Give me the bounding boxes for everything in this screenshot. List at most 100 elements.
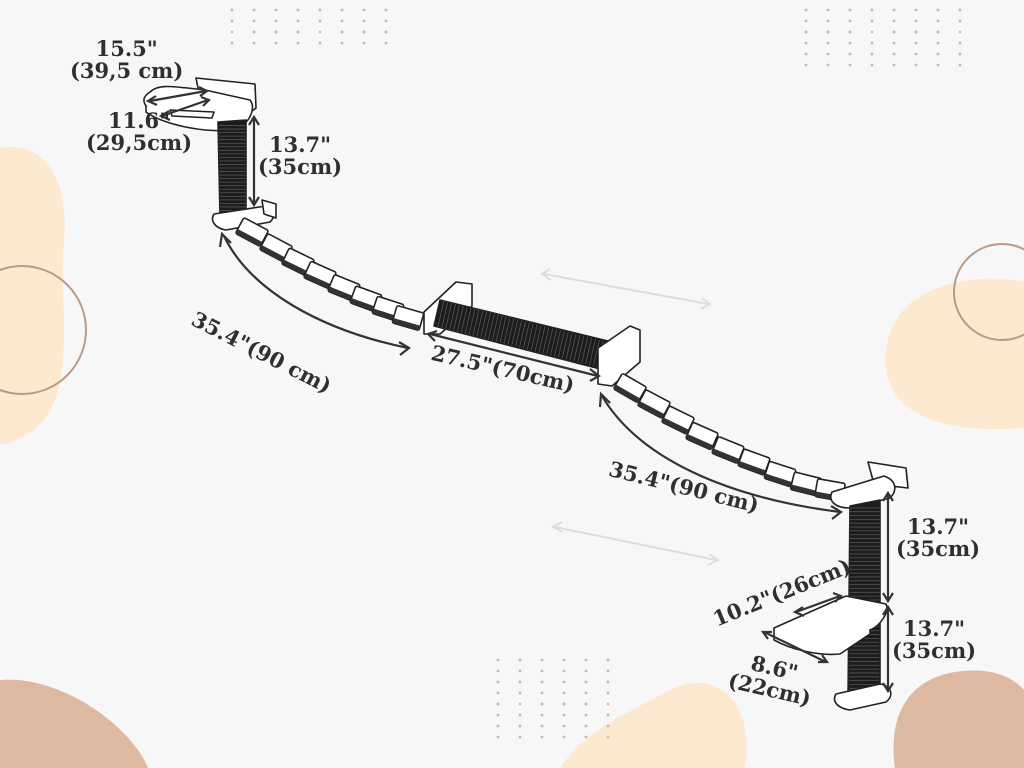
guide-arrow-lower-tail <box>550 521 564 533</box>
dot <box>804 8 808 12</box>
dot <box>540 702 544 706</box>
guide-arrow-upper <box>543 273 709 305</box>
dot <box>340 8 344 12</box>
dot <box>848 63 852 67</box>
sisal-ring <box>449 303 456 330</box>
label-right-post-upper-metric: (35cm) <box>896 536 981 561</box>
sisal-ring <box>441 301 449 329</box>
sisal-ring <box>499 316 507 343</box>
dot <box>606 713 610 717</box>
dot <box>606 669 610 673</box>
dot <box>340 19 344 23</box>
sisal-ring <box>589 339 596 366</box>
dot <box>362 41 366 45</box>
sisal-ring <box>460 306 468 333</box>
tan-blob-bottom-left <box>0 679 148 768</box>
sisal-ring <box>565 333 573 360</box>
sisal-ring <box>581 337 589 364</box>
dot <box>496 669 500 673</box>
arrow-head <box>882 490 894 502</box>
dot <box>518 724 522 728</box>
dot <box>870 30 874 34</box>
arrow-head <box>882 592 894 604</box>
plank-edge <box>259 244 287 263</box>
sisal-ring <box>554 330 561 357</box>
dot <box>606 702 610 706</box>
dot <box>584 669 588 673</box>
sisal-ring <box>491 314 499 341</box>
top-shelf-slot <box>169 109 215 119</box>
dot <box>540 658 544 662</box>
plank-edge <box>349 297 378 313</box>
arrow-head <box>882 604 894 616</box>
dot <box>518 680 522 684</box>
dot <box>274 30 278 34</box>
dot <box>892 63 896 67</box>
arrow-head <box>882 682 894 694</box>
arrow-head <box>760 630 772 640</box>
peach-blob-left <box>0 146 65 444</box>
dot <box>870 52 874 56</box>
label-top-shelf-width-imperial: 15.5" <box>95 36 158 61</box>
dot <box>958 30 962 34</box>
tan-blob-bottom-right <box>893 670 1024 768</box>
dot-grids <box>230 8 962 739</box>
dot <box>826 52 830 56</box>
dot <box>848 19 852 23</box>
dot <box>362 19 366 23</box>
arrow-head <box>158 110 171 122</box>
label-right-post-lower-imperial: 13.7" <box>903 616 966 641</box>
dot <box>870 63 874 67</box>
dot <box>606 658 610 662</box>
sisal-ring <box>530 324 538 351</box>
sisal-ring <box>573 335 581 362</box>
sisal-ring <box>472 309 480 336</box>
sisal-ring <box>515 320 523 347</box>
dot <box>826 8 830 12</box>
dot <box>936 41 940 45</box>
plank-edge <box>790 484 819 497</box>
sisal-ring <box>488 313 495 340</box>
arrow-head <box>248 196 260 208</box>
label-right-post-upper-imperial: 13.7" <box>907 514 970 539</box>
dot <box>848 8 852 12</box>
dot <box>274 19 278 23</box>
dot <box>914 19 918 23</box>
dot <box>958 41 962 45</box>
dot <box>826 63 830 67</box>
dot <box>870 19 874 23</box>
dot <box>540 713 544 717</box>
sisal-ring <box>456 305 464 332</box>
dot <box>562 691 566 695</box>
dot <box>826 19 830 23</box>
dot <box>936 63 940 67</box>
dot <box>518 735 522 739</box>
sisal-ring <box>519 321 526 348</box>
dot <box>296 19 300 23</box>
sisal-ring <box>464 307 472 334</box>
dot <box>958 63 962 67</box>
bottom-base-plate <box>833 683 892 711</box>
plank-edge <box>235 228 263 247</box>
dot <box>518 691 522 695</box>
dot <box>562 669 566 673</box>
sisal-ring <box>592 339 600 367</box>
dot <box>892 52 896 56</box>
dot <box>606 724 610 728</box>
dot <box>584 702 588 706</box>
plank-edge <box>281 259 309 277</box>
dot <box>230 30 234 34</box>
arrow-step-width <box>763 631 827 663</box>
dot <box>958 52 962 56</box>
arrow-step-depth <box>795 594 841 614</box>
dot <box>496 702 500 706</box>
plank-edge <box>661 417 689 435</box>
sisal-ring <box>585 338 592 365</box>
arrow-left-bridge-length <box>223 235 409 350</box>
dot <box>606 680 610 684</box>
dot <box>274 8 278 12</box>
dot <box>230 41 234 45</box>
guide-arrows <box>540 268 720 566</box>
dot <box>340 30 344 34</box>
